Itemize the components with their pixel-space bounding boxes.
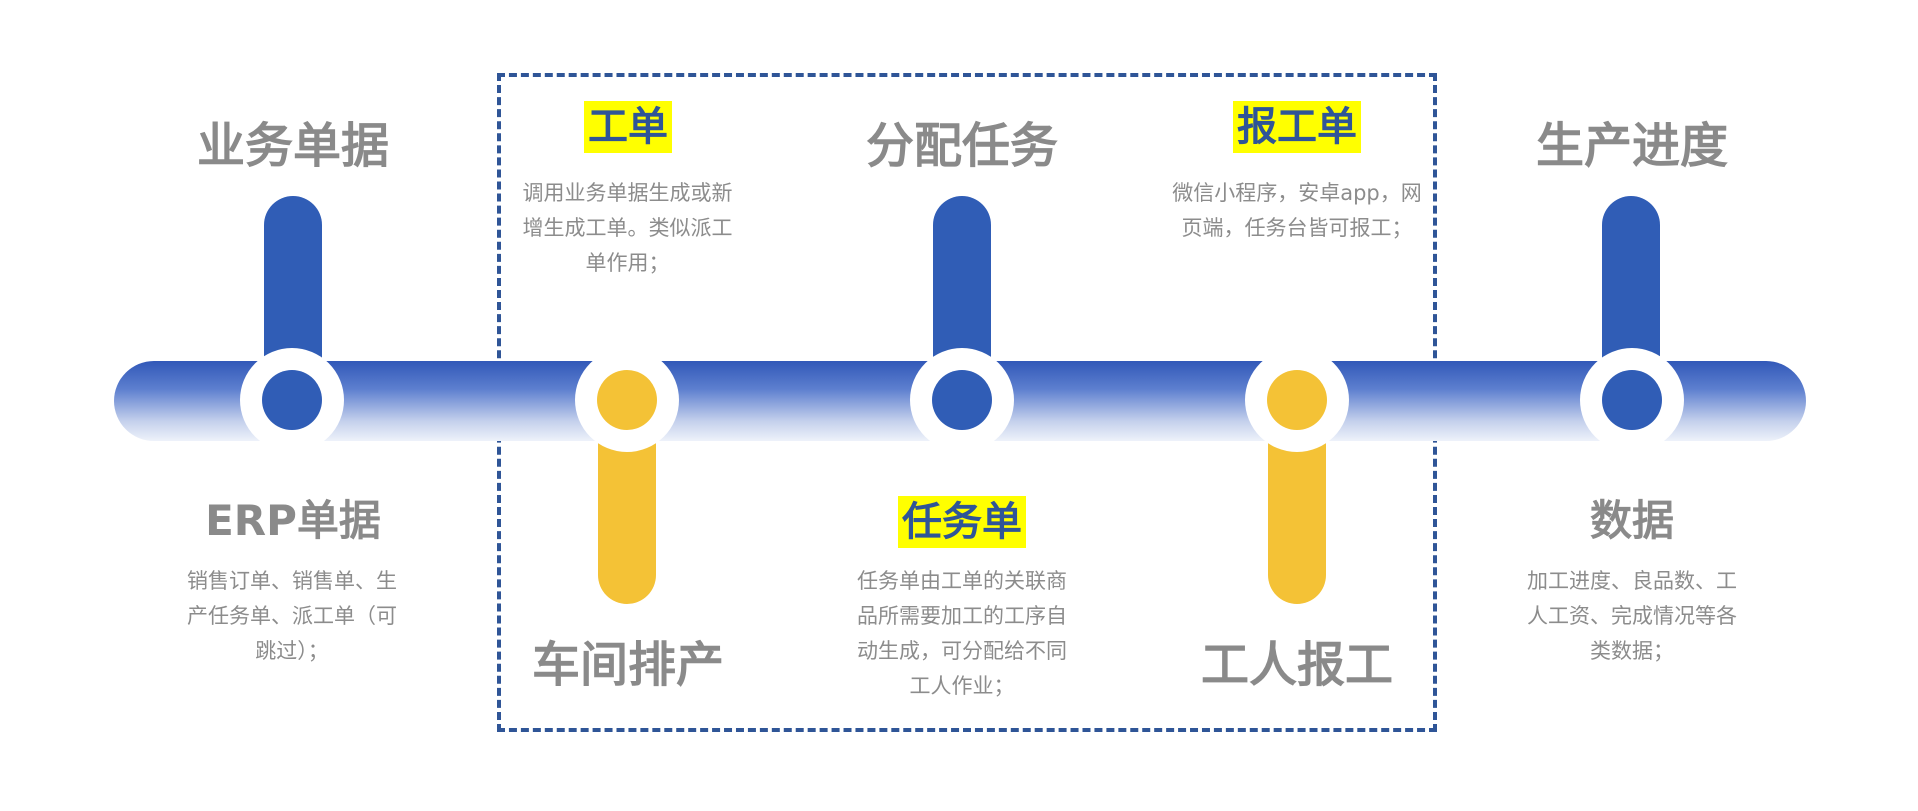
node-2-top-title-wrap: 工单 bbox=[498, 101, 758, 153]
node-3-dot bbox=[932, 370, 992, 430]
node-1-dot bbox=[262, 370, 322, 430]
node-1-bottom-desc: 销售订单、销售单、生产任务单、派工单（可跳过）； bbox=[187, 569, 397, 663]
node-1-top-title: 业务单据 bbox=[196, 118, 389, 174]
node-3-bottom-desc: 任务单由工单的关联商品所需要加工的工序自动生成，可分配给不同工人作业； bbox=[857, 569, 1067, 698]
node-5-top-title: 生产进度 bbox=[1535, 118, 1728, 174]
node-3-top-title: 分配任务 bbox=[865, 118, 1058, 174]
node-2-bottom-title: 车间排产 bbox=[531, 637, 724, 693]
node-4-dot bbox=[1267, 370, 1327, 430]
node-2-dot bbox=[597, 370, 657, 430]
node-1-bottom-title: ERP单据 bbox=[205, 496, 381, 545]
node-5-dot bbox=[1602, 370, 1662, 430]
node-4-bottom-title: 工人报工 bbox=[1200, 637, 1393, 693]
node-2-top-desc: 调用业务单据生成或新增生成工单。类似派工单作用； bbox=[522, 181, 733, 275]
node-5-bottom-title: 数据 bbox=[1589, 496, 1674, 545]
node-3-bottom-title: 任务单 bbox=[898, 496, 1026, 548]
node-2-top-title: 工单 bbox=[584, 101, 672, 153]
node-4-top-title: 报工单 bbox=[1233, 101, 1361, 153]
node-3-bottom-title-wrap: 任务单 bbox=[832, 496, 1092, 548]
node-5-bottom-desc: 加工进度、良品数、工人工资、完成情况等各类数据； bbox=[1527, 569, 1737, 663]
node-4-top-desc: 微信小程序，安卓app，网页端，任务台皆可报工； bbox=[1172, 181, 1422, 240]
node-4-top-title-wrap: 报工单 bbox=[1167, 101, 1427, 153]
